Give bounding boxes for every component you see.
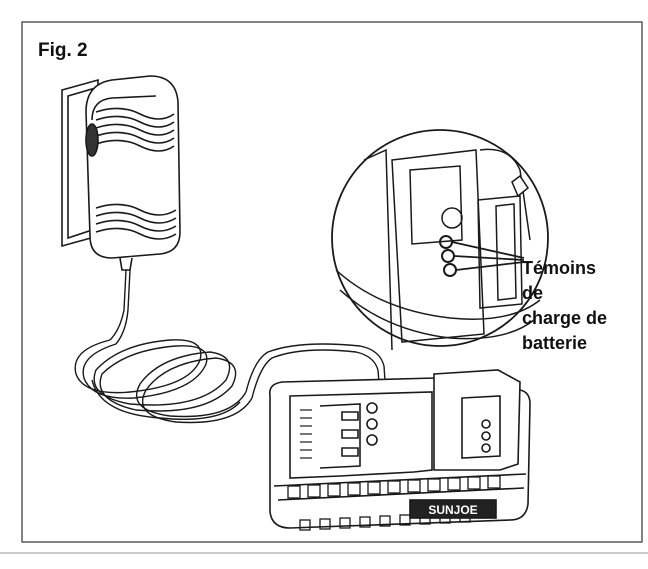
callout-line-2: de [522,283,544,303]
figure-title: Fig. 2 [38,40,88,61]
brand-label: SUNJOE [428,503,477,517]
callout-line-3: charge de [522,308,608,328]
battery-indicator-callout: Témoins de charge de batterie [522,256,607,356]
callout-leaders [451,241,525,271]
callout-line-4: batterie [522,333,588,353]
wall-adapter [85,75,181,271]
figure-border [21,21,643,543]
magnifier-detail [331,129,549,351]
callout-line-1: Témoins [522,258,597,278]
battery-pack [268,369,531,531]
